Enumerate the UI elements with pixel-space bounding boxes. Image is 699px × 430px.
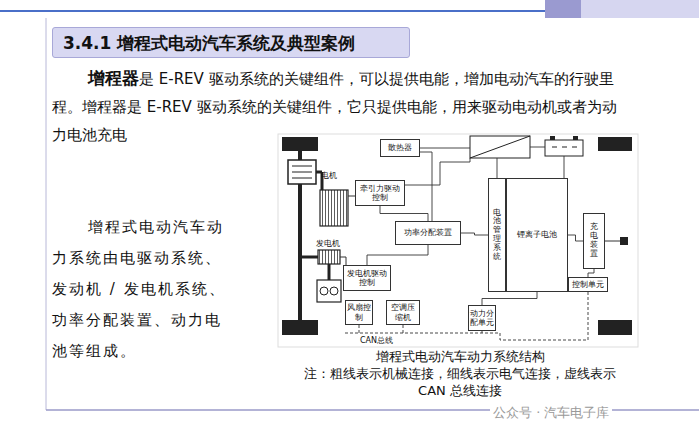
box-label: 风扇控制 (347, 303, 371, 321)
text-label: CAN总线 (360, 335, 393, 346)
battery-symbol (572, 147, 577, 148)
component-box: 功率分配装置 (395, 221, 461, 245)
wheel (282, 137, 632, 335)
text-label: 公众号 · 汽车电子库 (490, 404, 612, 422)
wheel (598, 320, 632, 335)
electric-wire (405, 158, 470, 185)
gearbox (292, 166, 312, 167)
slide-frame (0, 0, 699, 410)
intro-paragraph: 增程器是 E-REV 驱动系统的关键组件，可以提供电能，增加电动汽车的行驶里程。… (52, 64, 617, 149)
battery-symbol (545, 136, 583, 156)
component-box: 充电装置 (583, 213, 605, 269)
text-label: 增程器 (88, 68, 139, 88)
charging-plug (605, 241, 620, 242)
dcdc-converter (470, 136, 530, 158)
figure-caption: 增程式电动汽车动力系统结构 (290, 348, 630, 366)
charging-plug (620, 237, 628, 245)
connector (461, 233, 488, 235)
generator-symbol (300, 250, 346, 280)
engine-symbol (330, 287, 338, 295)
box-label: 动力分配单元 (470, 309, 494, 327)
battery-symbol (573, 136, 578, 140)
generator-symbol (346, 257, 347, 265)
slide-title: 3.4.1 增程式电动汽车系统及典型案例 (52, 27, 410, 58)
box-label: 发电机驱动控制 (345, 269, 389, 287)
battery-symbol (552, 147, 557, 148)
battery-symbol (545, 140, 583, 156)
motor-symbol (320, 190, 355, 226)
wheel (598, 137, 632, 151)
can-bus (482, 331, 483, 333)
component-box: 牵引力驱动控制 (355, 180, 405, 206)
connector (380, 206, 428, 221)
engine-symbol (317, 280, 341, 302)
engine-symbol (320, 287, 328, 295)
text-label: 电机 (321, 170, 337, 181)
text-label: 增程式电动汽车动力系统由电驱动系统、发动机 / 发电机系统、功率分配装置、动力电… (52, 212, 230, 367)
box-label: 控制单元 (572, 280, 604, 289)
can-bus (345, 292, 588, 340)
box-label: 散热器 (388, 143, 412, 152)
diagram-ground (278, 134, 638, 347)
motor-symbol (348, 196, 355, 197)
slide-frame (545, 0, 581, 18)
can-bus (345, 333, 500, 334)
gearbox (292, 172, 312, 173)
component-box: 控制单元 (568, 277, 608, 292)
text-label: 发电机 (316, 238, 340, 249)
connector (482, 292, 537, 305)
wheel (282, 320, 318, 335)
box-label: 电池管理系统 (493, 209, 501, 262)
motor-symbol (320, 190, 348, 226)
battery-symbol (550, 136, 555, 140)
gearbox (288, 160, 316, 184)
slide-frame (0, 10, 545, 12)
box-label: 锂离子电池 (517, 230, 557, 239)
connector (568, 235, 583, 241)
electric-wire (564, 156, 565, 178)
engine-symbol (317, 280, 341, 302)
charging-plug (605, 237, 628, 245)
electric-wire (530, 147, 545, 148)
battery-symbol (562, 147, 567, 148)
generator-symbol (328, 264, 331, 280)
can-bus (403, 325, 404, 333)
connector (588, 269, 594, 277)
component-box: 电池管理系统 (488, 178, 506, 292)
slide-frame (46, 18, 47, 410)
box-label: 充电装置 (590, 223, 598, 258)
generator-symbol (340, 257, 346, 258)
gearbox (292, 178, 312, 179)
generator-symbol (318, 250, 340, 264)
component-box: 动力分配单元 (468, 305, 496, 331)
connector (367, 245, 428, 265)
gearbox (288, 160, 322, 190)
dcdc-converter (470, 136, 530, 158)
electric-wire (420, 152, 432, 221)
diagram-ground (278, 134, 638, 347)
box-label: 牵引力驱动控制 (357, 184, 403, 202)
text-label: 注：粗线表示机械连接，细线表示电气连接，虚线表示 CAN 总线连接 (300, 365, 620, 399)
component-box: 空调压缩机 (386, 300, 420, 325)
electric-wire (497, 158, 498, 178)
component-box: 风扇控制 (345, 300, 373, 325)
box-label: 功率分配装置 (404, 228, 452, 237)
component-box: 锂离子电池 (506, 178, 568, 292)
box-label: 空调压缩机 (388, 303, 418, 321)
component-box: 散热器 (380, 139, 420, 157)
dcdc-converter (470, 136, 530, 158)
electric-wire (420, 148, 470, 149)
wheel (282, 137, 318, 151)
slide-frame (581, 0, 699, 18)
can-bus (359, 325, 360, 333)
component-box: 发电机驱动控制 (343, 265, 391, 291)
generator-symbol (300, 256, 318, 259)
can-bus (500, 292, 588, 340)
